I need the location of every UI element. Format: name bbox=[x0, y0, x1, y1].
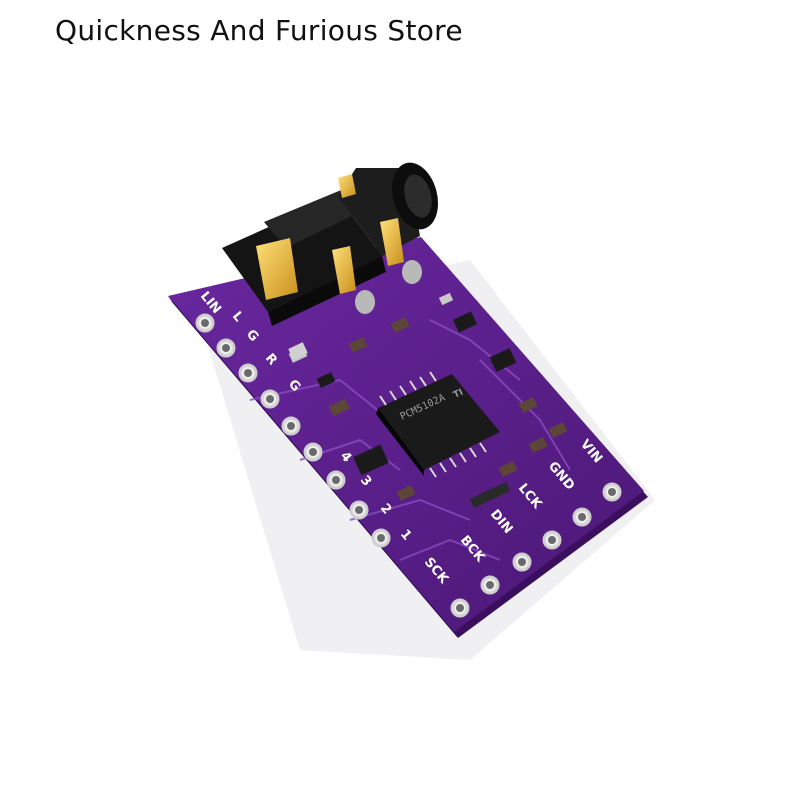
store-name: Quickness And Furious Store bbox=[55, 14, 463, 47]
smd-components bbox=[288, 292, 568, 508]
dac-chip: PCM5102A TI bbox=[376, 371, 500, 478]
right-pin-pads bbox=[480, 482, 622, 595]
audio-jack bbox=[222, 162, 439, 360]
chip-logo: TI bbox=[452, 388, 465, 401]
left-pin-pads bbox=[195, 313, 470, 618]
